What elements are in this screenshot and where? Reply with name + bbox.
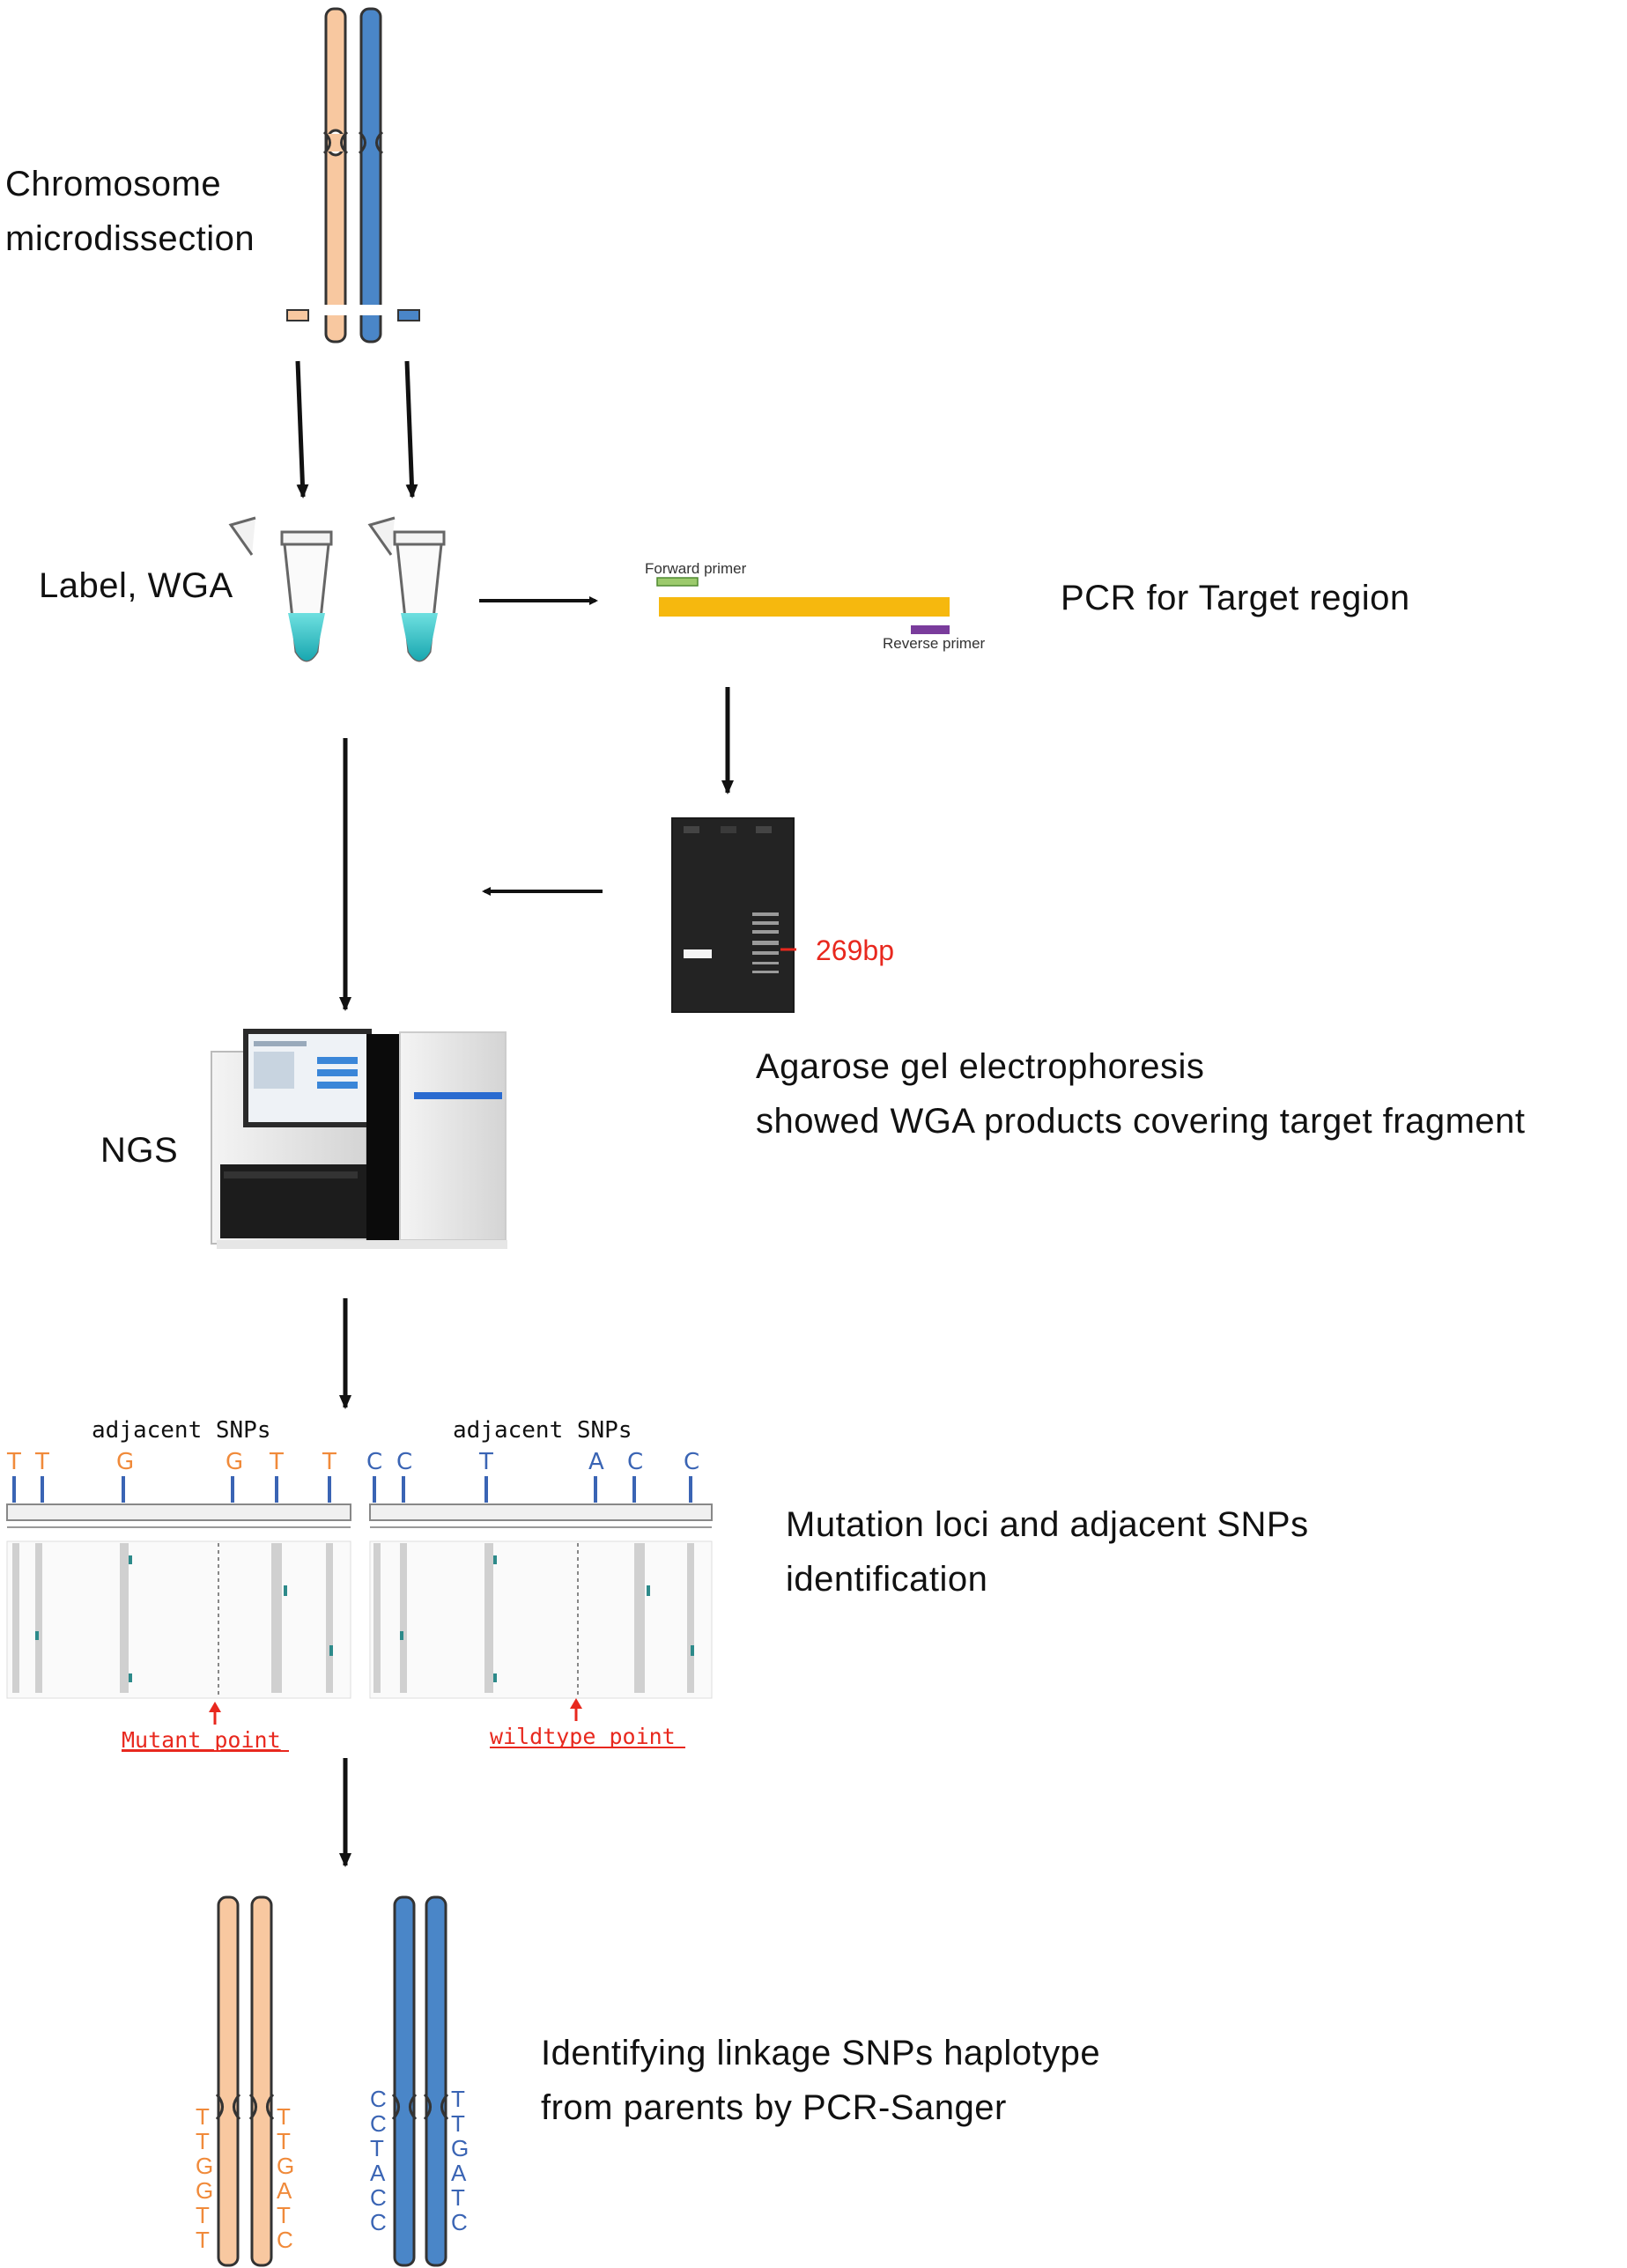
hap-bl-2: C xyxy=(370,2110,387,2137)
ngs-sequencer xyxy=(211,1029,507,1249)
hap-ol-1: T xyxy=(196,2103,210,2130)
dissected-fragment-orange xyxy=(286,309,309,321)
label-linkage-line1: Identifying linkage SNPs haplotype xyxy=(541,2034,1101,2072)
igv-left-title: adjacent SNPs xyxy=(92,1417,271,1444)
igv-right-base-6: C xyxy=(684,1449,699,1475)
igv-right-base-1: C xyxy=(366,1449,382,1475)
igv-left-base-2: T xyxy=(34,1449,49,1475)
hap-ol-5: T xyxy=(196,2202,210,2228)
mutant-point-label: Mutant point xyxy=(122,1727,281,1753)
hap-or-5: T xyxy=(277,2202,291,2228)
haplotype-blue-right: T T G A T C xyxy=(451,2086,469,2235)
hap-br-2: T xyxy=(451,2110,465,2137)
label-wga: Label, WGA xyxy=(39,566,233,605)
dissected-fragment-blue xyxy=(397,309,420,321)
igv-panel-right: adjacent SNPs C C T A C C w xyxy=(366,1417,713,1749)
reverse-primer-label: Reverse primer xyxy=(883,635,986,652)
target-region-bar xyxy=(659,597,950,617)
reverse-primer xyxy=(911,625,950,634)
igv-panel-left: adjacent SNPs T T G G T T M xyxy=(6,1417,351,1753)
gel-band-sample xyxy=(684,949,712,958)
hap-or-2: T xyxy=(277,2128,291,2154)
igv-right-base-4: A xyxy=(588,1449,604,1475)
forward-primer-label: Forward primer xyxy=(645,560,747,577)
igv-left-base-3: G xyxy=(116,1449,134,1475)
chromosome-blue-top xyxy=(359,7,382,344)
haplotype-orange-right: T T G A T C xyxy=(277,2103,294,2253)
label-agarose-line1: Agarose gel electrophoresis xyxy=(756,1047,1205,1086)
label-microdissection-line2: microdissection xyxy=(5,219,255,258)
hap-bl-3: T xyxy=(370,2135,384,2161)
label-pcr: PCR for Target region xyxy=(1061,579,1410,617)
hap-ol-3: G xyxy=(196,2153,213,2179)
igv-right-title: adjacent SNPs xyxy=(453,1417,632,1444)
label-mutation: Mutation loci and adjacent SNPs identifi… xyxy=(786,1497,1309,1607)
hap-bl-1: C xyxy=(370,2086,387,2112)
chromosome-pair-blue-bottom xyxy=(391,1895,449,2267)
hap-br-5: T xyxy=(451,2184,465,2211)
arrow-fragment-blue-to-tube xyxy=(404,360,418,499)
hap-or-3: G xyxy=(277,2153,294,2179)
igv-right-base-5: C xyxy=(627,1449,643,1475)
gel-band-label: 269bp xyxy=(816,935,894,966)
haplotype-blue-left: C C T A C C xyxy=(370,2086,387,2235)
igv-left-base-1: T xyxy=(6,1449,21,1475)
igv-left-base-5: T xyxy=(269,1449,284,1475)
label-microdissection: Chromosome microdissection xyxy=(5,157,255,266)
chromosome-orange-top xyxy=(324,7,347,344)
label-mutation-line1: Mutation loci and adjacent SNPs xyxy=(786,1505,1309,1544)
hap-or-4: A xyxy=(277,2177,292,2204)
hap-br-3: G xyxy=(451,2135,469,2161)
agarose-gel: 269bp xyxy=(671,817,894,1013)
chromosome-pair-top xyxy=(286,7,423,344)
haplotype-orange-left: T T G G T T xyxy=(196,2103,213,2253)
hap-bl-5: C xyxy=(370,2184,387,2211)
hap-or-1: T xyxy=(277,2103,291,2130)
igv-left-base-4: G xyxy=(226,1449,243,1475)
igv-left-base-6: T xyxy=(322,1449,336,1475)
label-mutation-line2: identification xyxy=(786,1560,988,1599)
hap-ol-4: G xyxy=(196,2177,213,2204)
pcr-panel: Forward primer Reverse primer xyxy=(645,560,986,652)
hap-ol-2: T xyxy=(196,2128,210,2154)
chromosome-pair-orange-bottom xyxy=(215,1895,275,2267)
label-ngs: NGS xyxy=(100,1131,179,1170)
arrow-fragment-orange-to-tube xyxy=(295,360,309,499)
hap-or-6: C xyxy=(277,2227,293,2253)
ngs-light-strip xyxy=(414,1092,502,1099)
label-agarose: Agarose gel electrophoresis showed WGA p… xyxy=(756,1039,1526,1149)
label-agarose-line2: showed WGA products covering target frag… xyxy=(756,1102,1526,1141)
hap-bl-4: A xyxy=(370,2160,386,2186)
igv-right-base-2: C xyxy=(396,1449,412,1475)
label-linkage: Identifying linkage SNPs haplotype from … xyxy=(541,2026,1100,2135)
label-microdissection-line1: Chromosome xyxy=(5,165,222,203)
igv-right-base-3: T xyxy=(478,1449,493,1475)
hap-br-1: T xyxy=(451,2086,465,2112)
hap-br-4: A xyxy=(451,2160,467,2186)
wildtype-point-label: wildtype point xyxy=(490,1724,676,1749)
hap-bl-6: C xyxy=(370,2209,387,2235)
hap-ol-6: T xyxy=(196,2227,210,2253)
tube-right xyxy=(367,516,446,662)
tube-left xyxy=(228,516,333,662)
hap-br-6: C xyxy=(451,2209,468,2235)
label-linkage-line2: from parents by PCR-Sanger xyxy=(541,2088,1007,2127)
forward-primer xyxy=(656,577,699,587)
